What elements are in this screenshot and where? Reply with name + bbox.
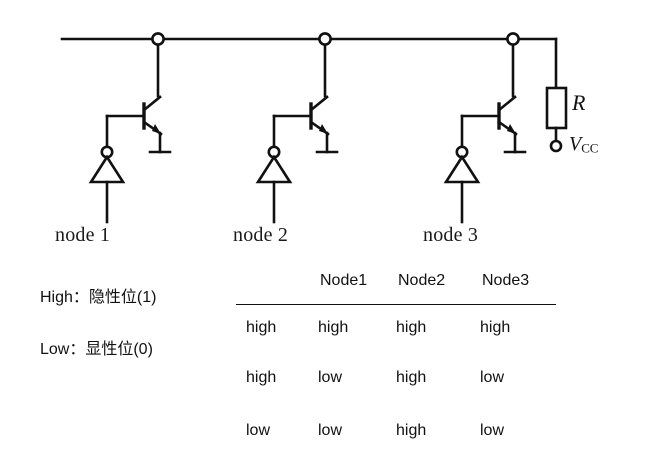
node-label-1: node 1: [55, 224, 111, 246]
emitter-arrow-1: [152, 124, 161, 134]
node-branch-1: [88, 37, 172, 224]
legend-high: High：隐性位(1): [40, 289, 157, 306]
node-branch-2: [255, 37, 339, 224]
node-label-2: node 2: [233, 224, 289, 246]
legend: High：隐性位(1) Low：显性位(0): [40, 288, 255, 359]
node-branch-3: [443, 37, 527, 224]
resistor-label: R: [572, 90, 586, 115]
cell-node3: high: [480, 319, 511, 336]
legend-low: Low：显性位(0): [40, 341, 153, 359]
cell-node3: low: [480, 368, 505, 386]
cell-node2: high: [396, 319, 427, 336]
supply-label-main: V: [569, 133, 582, 155]
table-header-bus: [236, 268, 308, 305]
junction-dot-icon-1: [151, 32, 165, 46]
table-row: high high high high: [236, 305, 556, 352]
cell-node1: high: [318, 319, 349, 336]
cell-node2: high: [396, 368, 427, 386]
cell-node2: high: [396, 421, 427, 439]
can-bus-schematic: [60, 32, 568, 224]
inverter-triangle-1: [88, 154, 126, 184]
supply-label: VCC: [569, 133, 598, 156]
table-header-node1: Node1: [308, 268, 386, 305]
node-label-3: node 3: [423, 224, 479, 246]
cell-bus: high: [246, 368, 277, 386]
transistor-collector-1: [142, 95, 162, 112]
terminal-circle-icon: [549, 139, 563, 153]
junction-dot-icon-3: [506, 32, 520, 46]
pullup-branch: [545, 37, 568, 153]
inverter-triangle-3: [443, 154, 481, 184]
transistor-collector-3: [497, 95, 517, 112]
junction-dot-icon-2: [318, 32, 332, 46]
table-header-row: Node1 Node2 Node3: [236, 268, 556, 305]
supply-label-subscript: CC: [581, 140, 599, 156]
inverter-triangle-2: [255, 154, 293, 184]
cell-bus: low: [246, 421, 271, 439]
transistor-collector-2: [309, 95, 329, 112]
cell-bus: high: [246, 319, 277, 336]
emitter-arrow-2: [319, 124, 328, 134]
table-row: low low high low: [236, 404, 556, 457]
table-row: high low high low: [236, 351, 556, 404]
cell-node1: low: [318, 368, 343, 386]
table-header-node3: Node3: [470, 268, 556, 305]
emitter-arrow-3: [507, 124, 516, 134]
truth-table: Node1 Node2 Node3 high high high high hi…: [236, 268, 556, 457]
resistor-icon: [545, 86, 568, 130]
cell-node1: low: [318, 421, 343, 439]
cell-node3: low: [480, 421, 505, 439]
table-header-node2: Node2: [386, 268, 470, 305]
